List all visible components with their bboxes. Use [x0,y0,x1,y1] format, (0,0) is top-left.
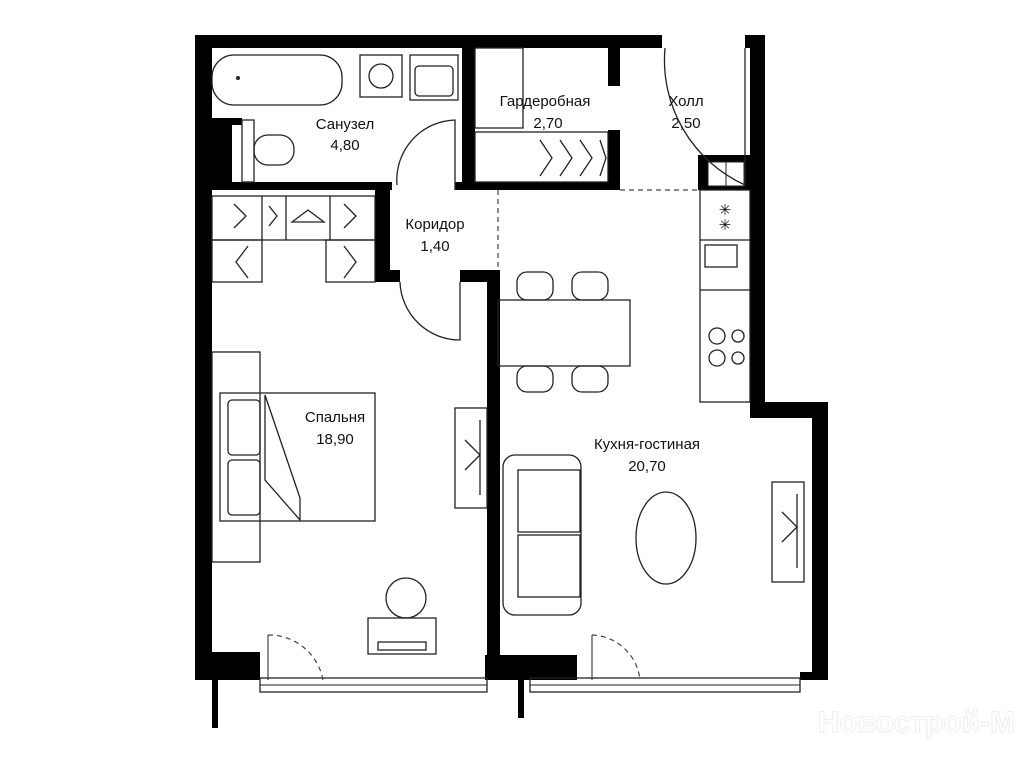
bathtub [211,54,343,106]
wardrobe-name: Гардеробная [500,93,591,110]
doors [267,47,746,681]
corridor-area: 1,40 [420,238,449,255]
watermark: Новострой-М [818,706,1015,739]
kitchen-living-area: 20,70 [628,458,666,475]
bedroom-area: 18,90 [316,431,354,448]
desk [367,617,437,655]
corridor-name: Коридор [405,216,464,233]
wardrobe-area: 2,70 [533,115,562,132]
sink [409,54,459,101]
radiator-living [771,481,805,583]
coffee-table [635,491,697,585]
bedroom-closet [211,195,376,283]
radiator-bedroom [454,407,488,509]
wardrobe-shelves [474,47,609,183]
hall-name: Холл [668,93,703,110]
sofa [502,454,582,616]
windows [212,677,801,728]
bed [211,351,376,563]
svg-text:✳: ✳ [719,217,732,234]
bathroom-name: Санузел [316,116,374,133]
stool [385,577,427,619]
bedroom-name: Спальня [305,409,365,426]
bathroom-area: 4,80 [330,137,359,154]
walls [195,35,828,680]
washing-machine [359,54,403,98]
toilet [241,119,295,183]
dining-table [497,271,631,393]
hall-area: 2,50 [671,115,700,132]
kitchen-counter: ✳ ✳ [699,189,751,403]
kitchen-living-name: Кухня-гостиная [594,436,700,453]
svg-text:✳: ✳ [719,202,732,219]
